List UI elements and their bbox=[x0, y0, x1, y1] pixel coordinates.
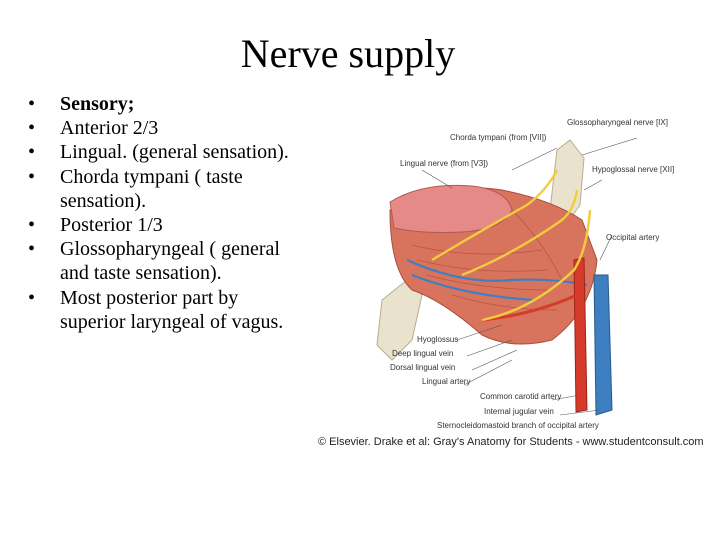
internal-jugular-vein-shape bbox=[593, 274, 613, 416]
label-internal-jugular: Internal jugular vein bbox=[484, 407, 554, 416]
muscle-fibers bbox=[411, 209, 563, 311]
mandible-bone bbox=[376, 279, 423, 361]
anatomy-figure: Chorda tympani (from [VII]) Glossopharyn… bbox=[312, 110, 712, 455]
tongue-illustration: Chorda tympani (from [VII]) Glossopharyn… bbox=[376, 118, 674, 430]
bullet-dot: • bbox=[28, 238, 36, 261]
bullet-item: • Most posterior part by superior larynge… bbox=[28, 286, 290, 334]
figure-caption: © Elsevier. Drake et al: Gray's Anatomy … bbox=[318, 436, 704, 448]
bullet-item: • Glossopharyngeal ( general and taste se… bbox=[28, 237, 290, 285]
bullet-dot: • bbox=[28, 141, 36, 164]
label-glossopharyngeal: Glossopharyngeal nerve [IX] bbox=[567, 118, 668, 127]
bullet-text: Anterior 2/3 bbox=[60, 117, 159, 140]
label-common-carotid: Common carotid artery bbox=[480, 392, 561, 401]
nerves bbox=[431, 169, 592, 322]
bullet-dot: • bbox=[28, 117, 36, 140]
slide-title: Nerve supply bbox=[240, 31, 456, 76]
label-lingual-artery: Lingual artery bbox=[422, 377, 470, 386]
bullet-text: Sensory; bbox=[60, 93, 135, 115]
bullet-item: • Chorda tympani ( taste sensation). bbox=[28, 165, 290, 213]
bullet-dot: • bbox=[28, 214, 36, 237]
tongue-body bbox=[389, 184, 513, 233]
bullet-item: • Sensory; bbox=[28, 92, 290, 116]
bullet-text: Glossopharyngeal ( general and taste sen… bbox=[60, 238, 280, 285]
bullet-item: • Lingual. (general sensation). bbox=[28, 140, 290, 164]
bullet-dot: • bbox=[28, 93, 36, 115]
bullet-text: Chorda tympani ( taste sensation). bbox=[60, 165, 243, 212]
label-hyoglossus: Hyoglossus bbox=[417, 335, 458, 344]
lingual-veins bbox=[406, 258, 588, 302]
leader-lines bbox=[421, 137, 638, 416]
label-occipital-artery: Occipital artery bbox=[606, 233, 659, 242]
label-lingual-nerve: Lingual nerve (from [V3]) bbox=[400, 159, 488, 168]
label-dorsal-lingual-vein: Dorsal lingual vein bbox=[390, 363, 455, 372]
bullet-dot: • bbox=[28, 165, 36, 188]
label-deep-lingual-vein: Deep lingual vein bbox=[392, 349, 453, 358]
bullet-text: Posterior 1/3 bbox=[60, 214, 163, 237]
label-hypoglossal: Hypoglossal nerve [XII] bbox=[592, 165, 674, 174]
bullet-list: • Sensory; • Anterior 2/3 • Lingual. (gener… bbox=[28, 92, 290, 334]
bullet-text: Lingual. (general sensation). bbox=[60, 141, 289, 164]
bullet-item: • Posterior 1/3 bbox=[28, 213, 290, 237]
bullet-dot: • bbox=[28, 286, 36, 309]
bullet-item: • Anterior 2/3 bbox=[28, 116, 290, 140]
label-sternocleidomastoid-branch: Sternocleidomastoid branch of occipital … bbox=[437, 421, 599, 430]
label-chorda-tympani: Chorda tympani (from [VII]) bbox=[450, 133, 547, 142]
bullet-text: Most posterior part by superior laryngea… bbox=[60, 286, 284, 333]
